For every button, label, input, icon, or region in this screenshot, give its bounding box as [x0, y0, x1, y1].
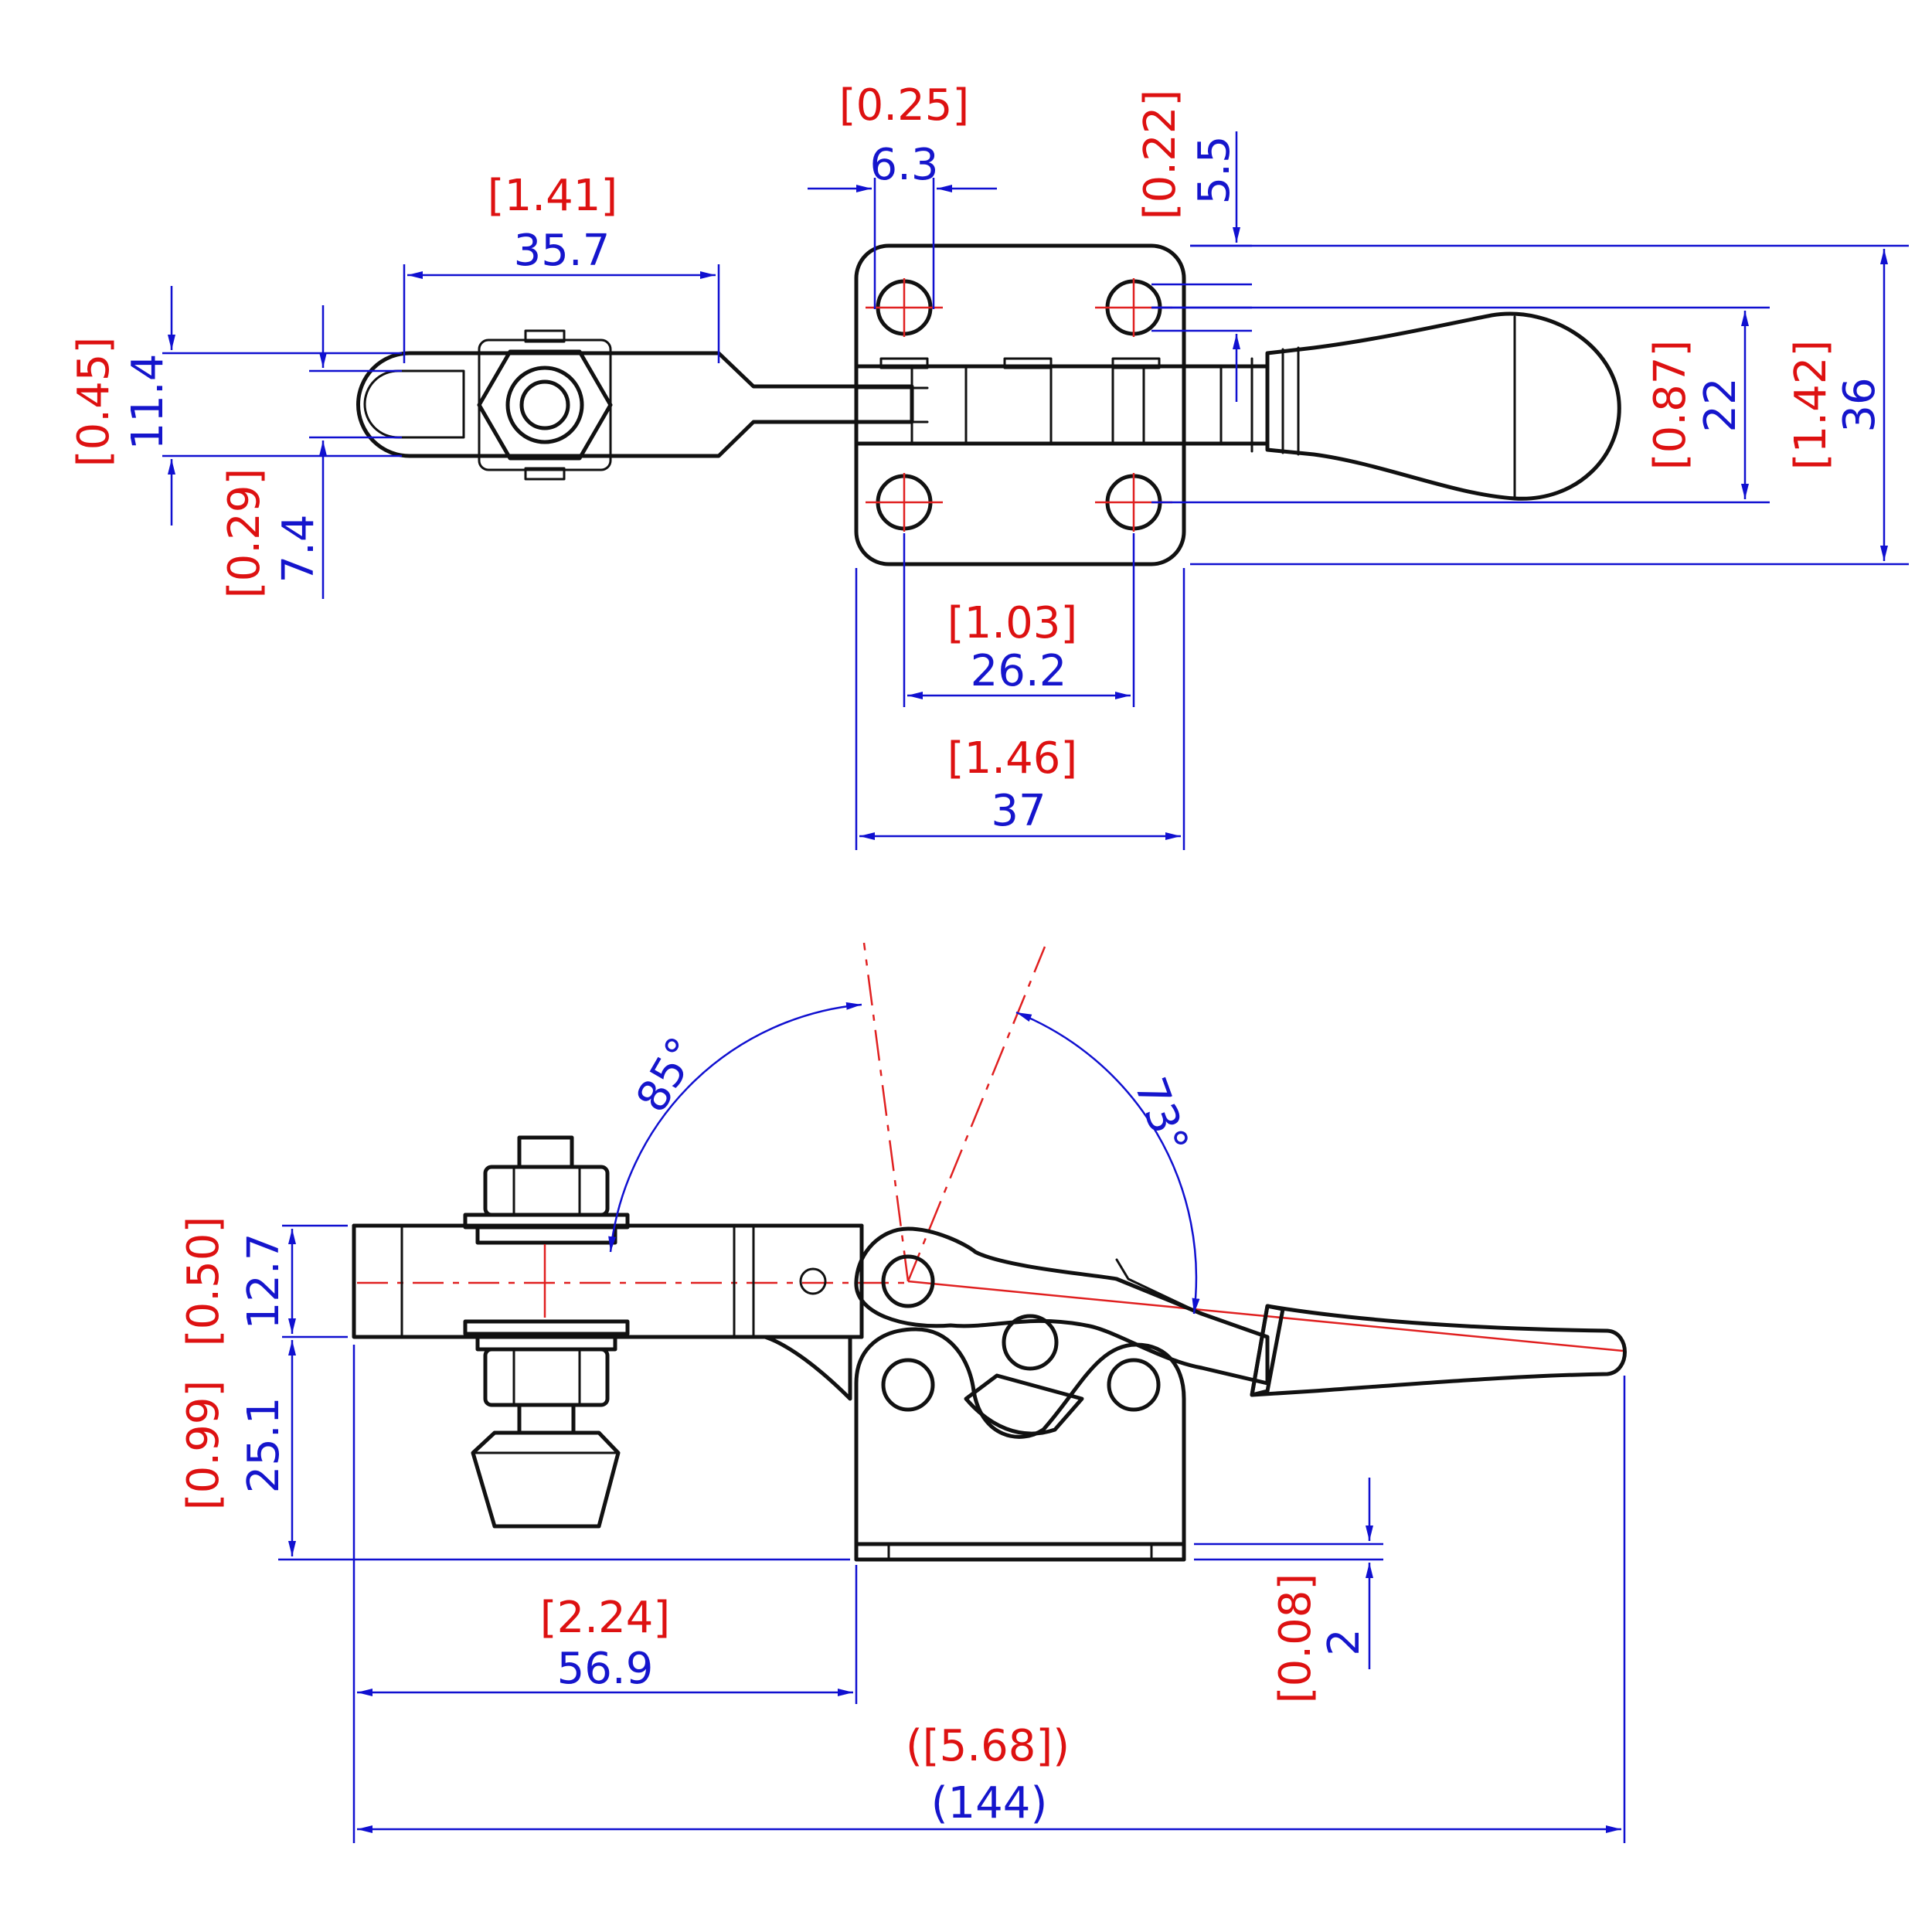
arm-open-centerline	[862, 942, 910, 1282]
top-linkage-detail	[855, 357, 1253, 453]
dim-bar-height-in: [0.50]	[179, 1216, 229, 1346]
dim-reach-mm: 56.9	[557, 1644, 654, 1694]
dim-overall-length-mm: (144)	[931, 1778, 1048, 1828]
side-view: 85° 73° [0.50] 12.7 [0.99] 25.1 [0.08] 2…	[179, 942, 1627, 1843]
side-bar-pin-hole	[799, 1267, 827, 1295]
top-base-plate	[854, 243, 1186, 566]
side-pivot-hole-left	[881, 1358, 935, 1412]
side-spindle	[463, 1135, 630, 1529]
arc-85	[608, 1002, 862, 1253]
handle-open-centerline	[906, 946, 1046, 1282]
dim-base-width-mm: 37	[991, 786, 1046, 836]
dim-hole-spacing-y-in: [0.87]	[1645, 340, 1696, 470]
side-base-bracket	[854, 1327, 1186, 1562]
side-pivot-hole-right	[1107, 1358, 1161, 1412]
dim-arm-width-in: [0.45]	[69, 337, 119, 467]
dim-spindle-height-mm: 25.1	[239, 1397, 289, 1494]
dim-spindle-height-in: [0.99]	[179, 1380, 229, 1510]
dim-arm-inner-mm: 7.4	[274, 514, 324, 583]
side-rubber-tip	[471, 1430, 621, 1529]
angle-73-label: 73°	[1124, 1071, 1198, 1161]
dim-overall-length-in-value: [5.68]	[923, 1721, 1053, 1771]
dim-arm-width-mm: 11.4	[123, 354, 173, 451]
dim-bar-height-mm: 12.7	[239, 1233, 289, 1330]
dim-slot-width-in: [0.25]	[839, 80, 969, 131]
top-spindle-nut	[477, 329, 613, 481]
top-handle	[1265, 311, 1621, 501]
dim-base-width-in: [1.46]	[947, 733, 1077, 784]
dim-arm-inner-in: [0.29]	[219, 468, 270, 598]
side-lever	[854, 1226, 1270, 1386]
top-view: [1.41] 35.7 [0.25] 6.3 [0.22] 5.5 [0.45]…	[69, 80, 1909, 850]
side-handle-grip	[1250, 1304, 1627, 1397]
side-link-plate	[964, 1373, 1084, 1436]
dim-base-plate-mm: 2	[1319, 1628, 1369, 1656]
dim-base-height-in: [1.42]	[1786, 340, 1836, 470]
side-main-pivot	[881, 1254, 935, 1308]
dim-overall-length-in: ([5.68])	[906, 1721, 1070, 1771]
side-link-pivot	[1002, 1314, 1059, 1371]
top-linkage	[854, 364, 1270, 446]
top-clamp-arm	[356, 351, 914, 458]
dim-reach-in: [2.24]	[540, 1593, 670, 1643]
dim-hole-spacing-x-in: [1.03]	[947, 598, 1077, 648]
side-base-plate	[854, 1542, 1186, 1562]
dim-slot-width-mm: 6.3	[869, 140, 938, 190]
dim-overall-length-mm-value: 144	[948, 1778, 1031, 1828]
top-arm-slot	[363, 369, 465, 439]
dim-arm-length-mm: 35.7	[514, 226, 611, 276]
dim-hole-offset-mm: 5.5	[1189, 135, 1240, 204]
dim-base-height-mm: 36	[1835, 377, 1885, 432]
dim-arm-length-in: [1.41]	[488, 171, 617, 221]
dim-hole-offset-in: [0.22]	[1135, 90, 1185, 219]
dim-base-plate-in: [0.08]	[1270, 1573, 1321, 1703]
dim-hole-spacing-y-mm: 22	[1696, 377, 1746, 432]
angle-85-label: 85°	[627, 1029, 709, 1121]
arc-73	[1015, 1011, 1200, 1315]
dim-hole-spacing-x-mm: 26.2	[971, 646, 1067, 696]
